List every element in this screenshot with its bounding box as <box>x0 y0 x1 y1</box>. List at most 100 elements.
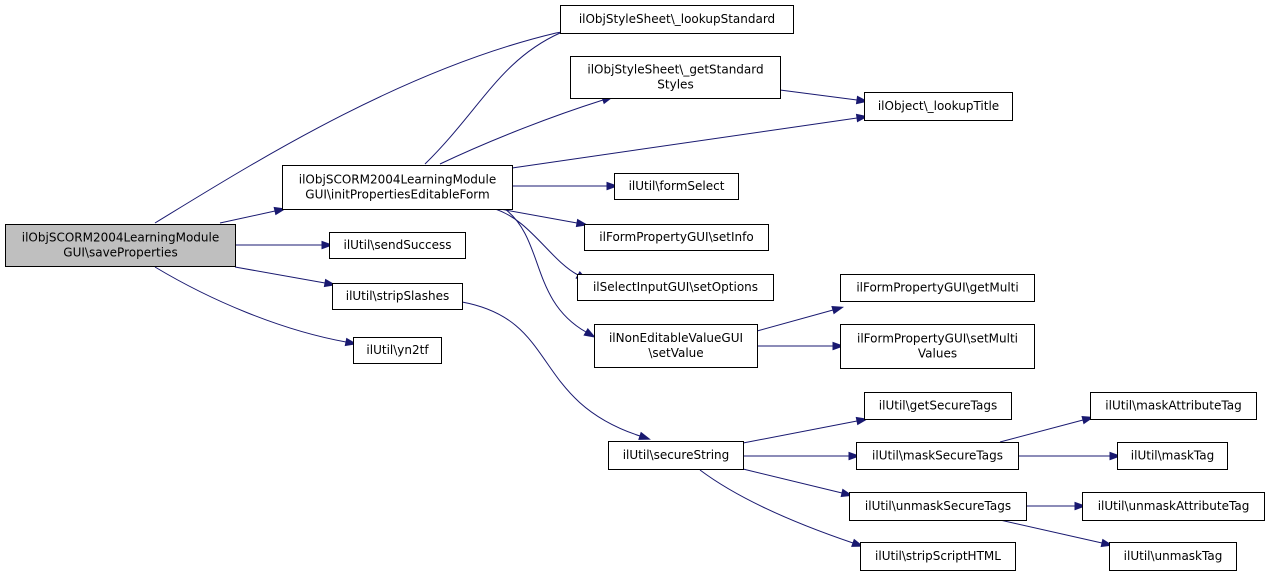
node-box <box>329 232 466 259</box>
edge-root-to-sendSuccess <box>235 240 334 250</box>
node-box <box>282 165 513 210</box>
node-setInfo[interactable]: ilFormPropertyGUI\setInfo <box>584 224 769 251</box>
node-setOptions[interactable]: ilSelectInputGUI\setOptions <box>577 274 774 301</box>
node-box <box>1117 442 1228 470</box>
edge-arrowhead <box>831 305 845 315</box>
node-formSelect[interactable]: ilUtil\formSelect <box>614 173 739 200</box>
node-label: Values <box>918 347 957 361</box>
edge-arrowhead <box>848 451 861 461</box>
node-unmaskSecureTags[interactable]: ilUtil\unmaskSecureTags <box>849 492 1027 521</box>
node-lookupStandard[interactable]: ilObjStyleSheet\_lookupStandard <box>560 5 794 34</box>
node-label: ilUtil\sendSuccess <box>343 238 451 252</box>
node-box <box>1109 542 1237 571</box>
node-box <box>353 337 442 364</box>
node-box <box>560 5 794 34</box>
node-label: ilObjStyleSheet\_lookupStandard <box>579 12 775 26</box>
edge-line <box>499 208 578 224</box>
node-unmaskTag[interactable]: ilUtil\unmaskTag <box>1109 542 1237 571</box>
edge-arrowhead <box>606 181 619 191</box>
edge-secureString-to-maskSecureTags <box>743 451 861 461</box>
edge-initProps-to-getStandardStyles <box>439 96 614 165</box>
node-setValue[interactable]: ilNonEditableValueGUI\setValue <box>594 324 758 368</box>
node-label: ilUtil\formSelect <box>629 179 725 193</box>
node-box <box>577 274 774 301</box>
node-maskTag[interactable]: ilUtil\maskTag <box>1117 442 1228 470</box>
edge-stripSlashes-to-secureString <box>461 301 651 440</box>
edge-line <box>511 117 858 169</box>
node-box <box>840 274 1035 302</box>
edge-maskSecureTags-to-maskAttributeTag <box>999 415 1095 443</box>
node-maskSecureTags[interactable]: ilUtil\maskSecureTags <box>856 442 1019 470</box>
node-label: ilFormPropertyGUI\setMulti <box>857 332 1018 346</box>
edge-arrowhead <box>638 431 651 440</box>
node-sendSuccess[interactable]: ilUtil\sendSuccess <box>329 232 466 259</box>
node-box <box>864 392 1012 420</box>
edge-initProps-to-setOptions <box>494 208 588 281</box>
node-box <box>856 442 1019 470</box>
edge-line <box>504 208 587 333</box>
node-box <box>5 224 236 267</box>
node-unmaskAttributeTag[interactable]: ilUtil\unmaskAttributeTag <box>1082 492 1265 521</box>
edge-line <box>756 309 834 332</box>
node-label: ilObjSCORM2004LearningModule <box>22 231 219 245</box>
node-label: ilObjSCORM2004LearningModule <box>299 173 496 187</box>
edge-line <box>461 301 641 437</box>
edge-secureString-to-getSecureTags <box>742 416 869 444</box>
node-stripScriptHTML[interactable]: ilUtil\stripScriptHTML <box>860 542 1016 571</box>
node-label: ilUtil\unmaskAttributeTag <box>1098 499 1250 513</box>
edge-arrowhead <box>583 328 596 338</box>
edge-line <box>494 208 579 276</box>
edge-secureString-to-unmaskSecureTags <box>742 468 854 498</box>
edge-line <box>742 420 858 444</box>
node-getSecureTags[interactable]: ilUtil\getSecureTags <box>864 392 1012 420</box>
node-box <box>594 324 758 368</box>
node-label: ilObject\_lookupTitle <box>878 99 999 113</box>
edge-line <box>999 519 1103 544</box>
edge-line <box>424 27 585 165</box>
edge-getStandardStyles-to-lookupTitle <box>779 89 869 105</box>
edge-line <box>742 468 843 494</box>
node-label: ilUtil\unmaskTag <box>1124 549 1223 563</box>
edge-maskSecureTags-to-maskTag <box>1018 451 1122 461</box>
edge-root-to-initProps <box>219 206 287 224</box>
node-label: ilUtil\stripScriptHTML <box>875 549 1001 563</box>
node-yn2tf[interactable]: ilUtil\yn2tf <box>353 337 442 364</box>
node-getMulti[interactable]: ilFormPropertyGUI\getMulti <box>840 274 1035 302</box>
edge-line <box>779 89 858 101</box>
nodes-layer: ilObjSCORM2004LearningModuleGUI\saveProp… <box>5 5 1265 571</box>
edge-arrowhead <box>851 538 864 547</box>
node-root[interactable]: ilObjSCORM2004LearningModuleGUI\saveProp… <box>5 224 236 267</box>
node-label: GUI\initPropertiesEditableForm <box>305 188 489 202</box>
node-maskAttributeTag[interactable]: ilUtil\maskAttributeTag <box>1090 392 1257 420</box>
edge-initProps-to-lookupTitle <box>511 113 869 169</box>
edge-unmaskSecureTags-to-unmaskTag <box>999 519 1114 548</box>
node-box <box>1090 392 1257 420</box>
node-box <box>1082 492 1265 521</box>
edge-root-to-stripSlashes <box>234 266 337 288</box>
node-lookupTitle[interactable]: ilObject\_lookupTitle <box>864 92 1013 121</box>
node-initProps[interactable]: ilObjSCORM2004LearningModuleGUI\initProp… <box>282 165 513 210</box>
edge-setValue-to-getMulti <box>756 305 845 332</box>
node-label: ilUtil\maskTag <box>1131 449 1214 463</box>
node-label: GUI\saveProperties <box>63 246 177 260</box>
edge-arrowhead <box>1074 501 1087 511</box>
node-label: ilObjStyleSheet\_getStandard <box>587 63 763 77</box>
node-box <box>864 92 1013 121</box>
node-box <box>332 283 463 310</box>
node-box <box>860 542 1016 571</box>
edge-line <box>219 210 276 224</box>
node-label: ilUtil\stripSlashes <box>346 289 450 303</box>
edge-secureString-to-stripScriptHTML <box>699 469 864 547</box>
edge-arrowhead <box>1109 451 1122 461</box>
node-label: ilFormPropertyGUI\setInfo <box>599 230 753 244</box>
node-secureString[interactable]: ilUtil\secureString <box>608 441 744 470</box>
edge-root-to-yn2tf <box>154 266 358 347</box>
node-box <box>584 224 769 251</box>
node-stripSlashes[interactable]: ilUtil\stripSlashes <box>332 283 463 310</box>
node-label: ilFormPropertyGUI\getMulti <box>856 281 1018 295</box>
edge-initProps-to-setValue <box>504 208 596 338</box>
node-label: ilUtil\yn2tf <box>366 343 429 357</box>
edge-line <box>154 27 586 224</box>
